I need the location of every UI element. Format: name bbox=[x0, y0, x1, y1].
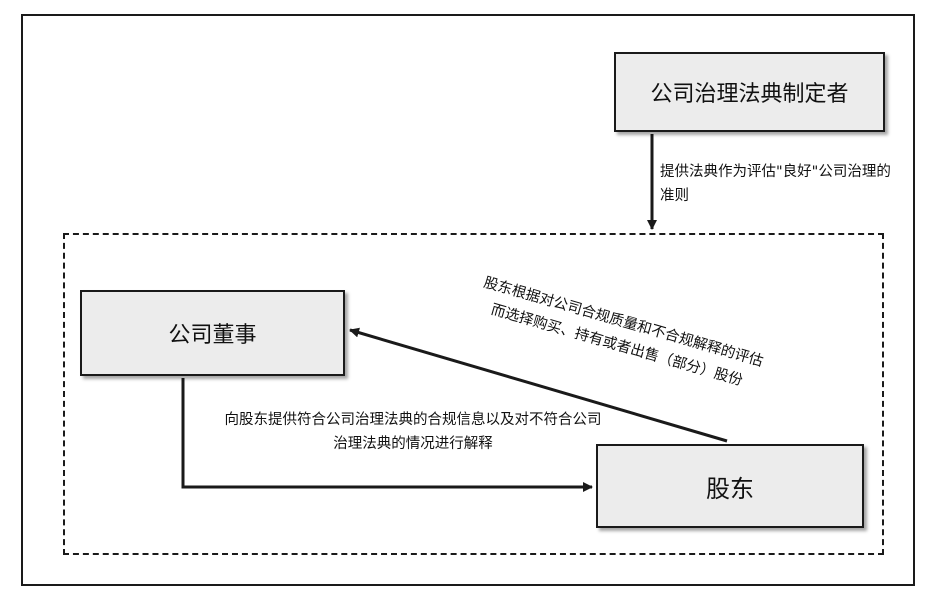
outer-frame bbox=[21, 14, 915, 586]
edge-label-legislator: 提供法典作为评估"良好"公司治理的准则 bbox=[660, 164, 891, 204]
edge-label-directors-to-shareholders: 向股东提供符合公司治理法典的合规信息以及对不符合公司治理法典的情况进行解释 bbox=[224, 412, 602, 452]
arrow-directors-to-shareholders bbox=[181, 378, 593, 492]
node-shareholders: 股东 bbox=[596, 444, 864, 528]
arrow-shareholders-to-directors bbox=[349, 327, 728, 443]
node-legislator-label: 公司治理法典制定者 bbox=[650, 82, 849, 107]
node-directors: 公司董事 bbox=[80, 290, 345, 376]
node-legislator: 公司治理法典制定者 bbox=[614, 52, 885, 132]
governance-scope-boundary bbox=[63, 233, 884, 555]
node-shareholders-label: 股东 bbox=[706, 474, 754, 503]
node-directors-label: 公司董事 bbox=[168, 323, 257, 348]
